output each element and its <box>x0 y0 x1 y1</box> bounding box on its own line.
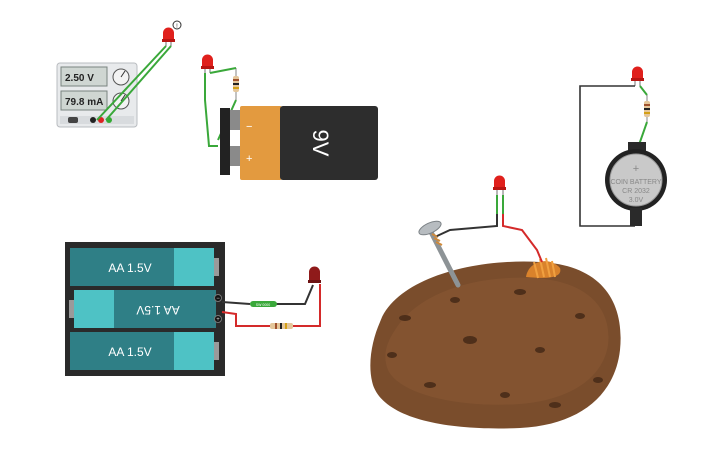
aa-cell-1-label: AA 1.5V <box>108 261 151 275</box>
wire-coin-black[interactable] <box>579 85 635 227</box>
reed-switch[interactable]: SW 0000 <box>250 301 277 307</box>
galvanized-nail[interactable] <box>417 218 461 288</box>
aa-cell-3-label: AA 1.5V <box>108 345 151 359</box>
wire-potato-black[interactable] <box>436 214 498 237</box>
copper-coil[interactable] <box>526 257 561 279</box>
coin-line1: COIN BATTERY <box>610 179 661 186</box>
terminal-negative[interactable] <box>90 117 96 123</box>
battery-9v[interactable]: − + 9V <box>220 106 378 180</box>
wire-ps-led-a[interactable] <box>96 45 167 121</box>
battery-9v-label: 9V <box>308 130 333 157</box>
power-supply-current: 79.8 mA <box>65 97 103 108</box>
warning-badge[interactable]: ! <box>172 20 182 30</box>
power-supply[interactable]: 2.50 V 79.8 mA <box>56 62 138 128</box>
led-1[interactable] <box>162 27 175 47</box>
aa-cell-2-label: AA 1.5V <box>136 303 179 317</box>
wire-potato-red[interactable] <box>502 214 543 263</box>
wire-ps-led-b[interactable] <box>105 45 172 121</box>
aa-cell-3[interactable]: AA 1.5V <box>70 332 219 370</box>
warning-badge-text: ! <box>176 24 178 30</box>
battery-9v-minus: − <box>246 121 252 133</box>
led-5[interactable] <box>493 175 506 196</box>
potato[interactable] <box>370 261 621 429</box>
reed-switch-label: SW 0000 <box>256 303 270 307</box>
coin-line3: 3.0V <box>629 197 644 204</box>
aa-battery-pack[interactable]: AA 1.5V AA 1.5V AA 1.5V − + <box>65 242 225 376</box>
resistor-2[interactable] <box>644 95 650 122</box>
aa-cell-1[interactable]: AA 1.5V <box>70 248 219 286</box>
wire-aa-black[interactable] <box>221 284 314 305</box>
aa-pack-minus: − <box>216 296 220 302</box>
wire-9v-b[interactable] <box>209 67 237 74</box>
battery-9v-plus: + <box>246 153 252 165</box>
wire-coin-green[interactable] <box>635 85 648 151</box>
coin-line2: CR 2032 <box>622 188 650 195</box>
wire-aa-red[interactable] <box>221 284 321 327</box>
power-supply-voltage: 2.50 V <box>65 73 94 84</box>
led-4[interactable] <box>308 266 321 284</box>
resistor-3[interactable] <box>270 323 293 329</box>
coin-battery[interactable]: + COIN BATTERY CR 2032 3.0V <box>605 142 667 226</box>
aa-cell-2[interactable]: AA 1.5V <box>69 290 216 328</box>
coin-plus: + <box>633 163 639 175</box>
led-3[interactable] <box>631 66 644 86</box>
led-2[interactable] <box>201 54 214 74</box>
resistor-1[interactable] <box>233 68 239 100</box>
power-button[interactable] <box>68 117 78 123</box>
wire-9v-a[interactable] <box>204 73 218 147</box>
aa-pack-plus: + <box>216 317 220 323</box>
